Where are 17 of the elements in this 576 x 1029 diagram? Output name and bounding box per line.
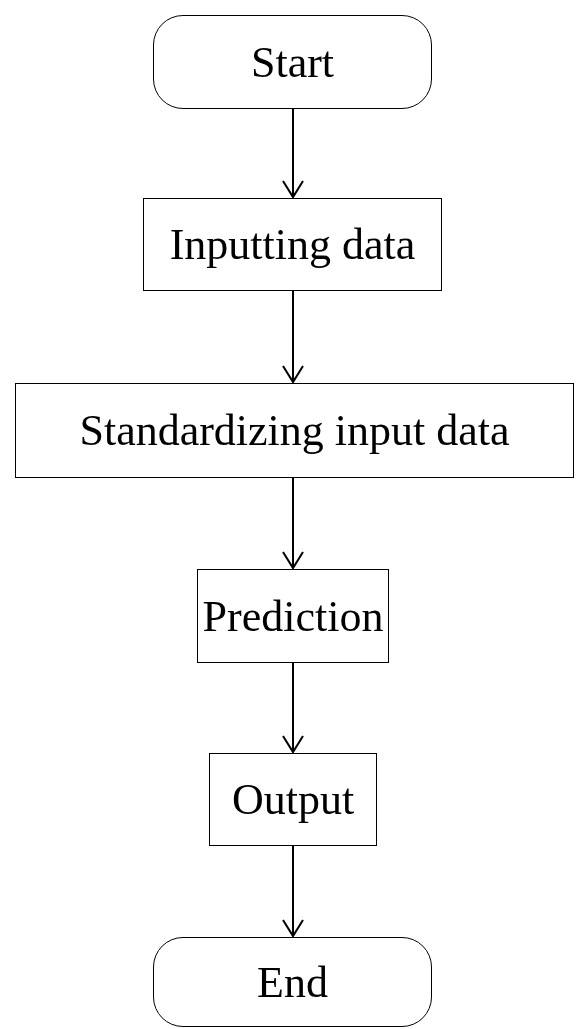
process-box (143, 198, 442, 291)
terminal-box (153, 15, 432, 109)
node-label: Inputting data (169, 219, 416, 271)
node-label: End (257, 956, 328, 1009)
node-label: Prediction (202, 590, 384, 643)
node-label: Output (231, 774, 355, 826)
terminal-box (153, 937, 432, 1027)
arrow (282, 845, 304, 937)
arrow (282, 108, 304, 198)
process-box (209, 753, 377, 846)
arrow (282, 477, 304, 569)
node-label: Start (250, 36, 335, 89)
arrow (282, 290, 304, 383)
process-box (15, 383, 574, 478)
arrow (282, 662, 304, 753)
process-box (197, 569, 389, 663)
node-label: Standardizing input data (79, 405, 510, 457)
